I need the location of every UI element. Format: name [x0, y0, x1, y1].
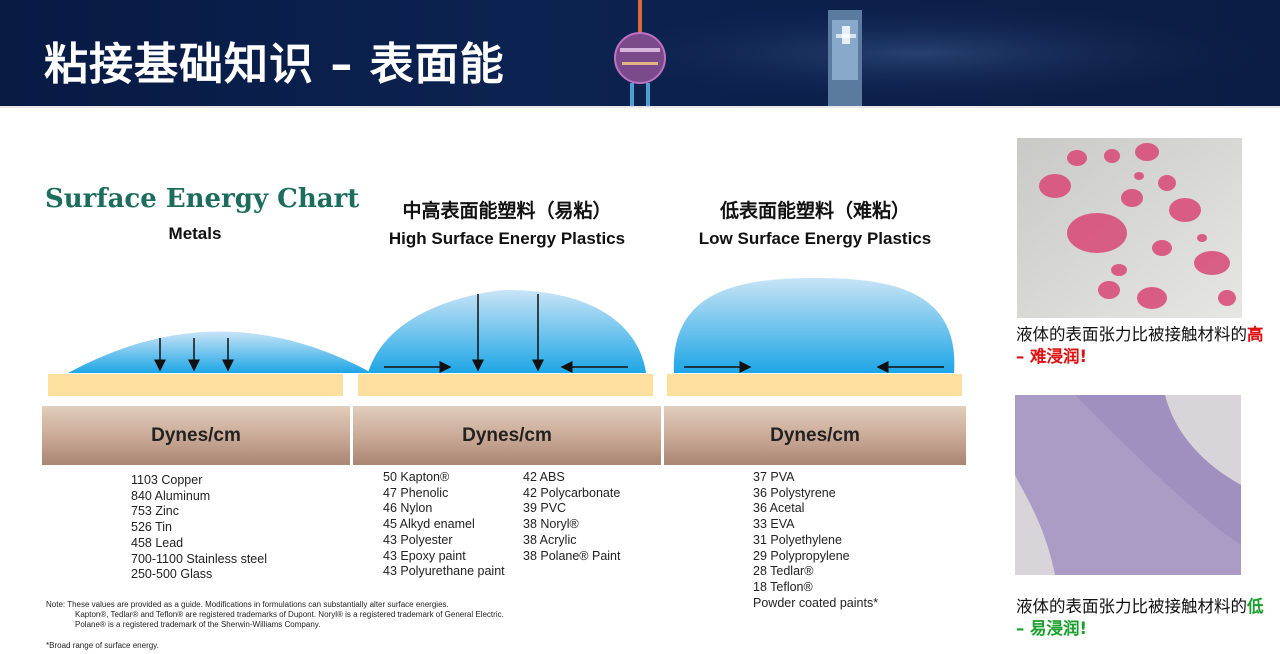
caption-text: 液体的表面张力比被接触材料的: [1016, 597, 1247, 616]
list-item: 42 ABS: [523, 470, 565, 484]
dynes-header-metals: Dynes/cm: [42, 406, 350, 465]
list-item: 700-1100 Stainless steel: [131, 551, 267, 566]
droplet-low: [673, 278, 955, 373]
list-item: Powder coated paints*: [753, 595, 879, 610]
substrate-high: [358, 374, 653, 396]
column-heading-low: 低表面能塑料（难粘） Low Surface Energy Plastics: [662, 196, 968, 249]
list-item: 1103 Copper: [131, 473, 203, 487]
column-heading-metals: Metals: [60, 224, 330, 244]
high-energy-list-left: 50 Kapton® 47 Phenolic 46 Nylon 45 Alkyd…: [383, 470, 505, 580]
list-item: 753 Zinc: [131, 504, 179, 519]
droplet-high: [368, 290, 646, 373]
list-item: 43 Epoxy paint: [383, 548, 466, 563]
list-item: 39 PVC: [523, 501, 567, 516]
list-item: 250-500 Glass: [131, 567, 213, 582]
dynes-header-high: Dynes/cm: [353, 406, 661, 465]
high-energy-list-right: 42 ABS 42 Polycarbonate 39 PVC 38 Noryl®…: [523, 470, 620, 564]
list-item: 36 Polystyrene: [753, 485, 836, 500]
list-item: 38 Noryl®: [523, 517, 579, 532]
droplet-diagram: [48, 278, 962, 396]
column-heading-zh: 低表面能塑料（难粘）: [719, 201, 910, 222]
chart-note: Note: These values are provided as a gui…: [46, 600, 504, 629]
metals-list: 1103 Copper 840 Aluminum 753 Zinc 526 Ti…: [131, 473, 267, 583]
list-item: 29 Polypropylene: [753, 548, 850, 563]
high-tension-droplets-photo: [1017, 138, 1242, 318]
list-item: 43 Polyurethane paint: [383, 564, 505, 579]
note-line: Kapton®, Tedlar® and Teflon® are registe…: [75, 609, 504, 619]
list-item: 840 Aluminum: [131, 488, 211, 503]
substrate-low: [667, 374, 962, 396]
list-item: 43 Polyester: [383, 532, 453, 547]
column-heading-en: Metals: [168, 224, 222, 243]
city-skyline-image: [560, 0, 1280, 106]
list-item: 42 Polycarbonate: [523, 485, 621, 500]
list-item: 18 Teflon®: [753, 579, 813, 594]
column-heading-high: 中高表面能塑料（易粘） High Surface Energy Plastics: [352, 196, 662, 249]
list-item: 458 Lead: [131, 535, 184, 550]
list-item: 33 EVA: [753, 517, 795, 532]
list-item: 46 Nylon: [383, 501, 433, 516]
dynes-header-low: Dynes/cm: [664, 406, 966, 465]
chart-title: Surface Energy Chart: [45, 184, 360, 214]
list-item: 28 Tedlar®: [753, 564, 814, 579]
caption-text: 液体的表面张力比被接触材料的: [1016, 325, 1247, 344]
list-item: 526 Tin: [131, 520, 173, 535]
list-item: 38 Polane® Paint: [523, 548, 621, 563]
chart-footnote: *Broad range of surface energy.: [46, 641, 159, 650]
note-line: Note: These values are provided as a gui…: [46, 600, 449, 609]
caption-highlight: 低 – 易浸润!: [1016, 597, 1264, 638]
column-heading-en: High Surface Energy Plastics: [388, 229, 626, 248]
substrate-metals: [48, 374, 343, 396]
photo-caption-high: 液体的表面张力比被接触材料的高 – 难浸润!: [1016, 324, 1266, 368]
list-item: 50 Kapton®: [383, 470, 450, 484]
header-banner: 粘接基础知识 – 表面能: [0, 0, 1280, 106]
page-title: 粘接基础知识 – 表面能: [44, 39, 505, 90]
list-item: 31 Polyethylene: [753, 532, 842, 547]
droplet-metals: [68, 331, 372, 373]
list-item: 36 Acetal: [753, 501, 805, 516]
list-item: 47 Phenolic: [383, 485, 449, 500]
list-item: 45 Alkyd enamel: [383, 517, 475, 532]
low-tension-wetting-photo: [1015, 395, 1241, 575]
list-item: 38 Acrylic: [523, 532, 577, 547]
header-divider: [0, 106, 1280, 108]
note-line: Polane® is a registered trademark of the…: [75, 619, 321, 629]
column-heading-zh: 中高表面能塑料（易粘）: [402, 201, 612, 222]
caption-highlight: 高 – 难浸润!: [1016, 325, 1264, 366]
column-heading-en: Low Surface Energy Plastics: [698, 229, 932, 248]
low-energy-list: 37 PVA 36 Polystyrene 36 Acetal 33 EVA 3…: [753, 470, 878, 611]
list-item: 37 PVA: [753, 470, 795, 484]
photo-caption-low: 液体的表面张力比被接触材料的低 – 易浸润!: [1016, 596, 1266, 640]
